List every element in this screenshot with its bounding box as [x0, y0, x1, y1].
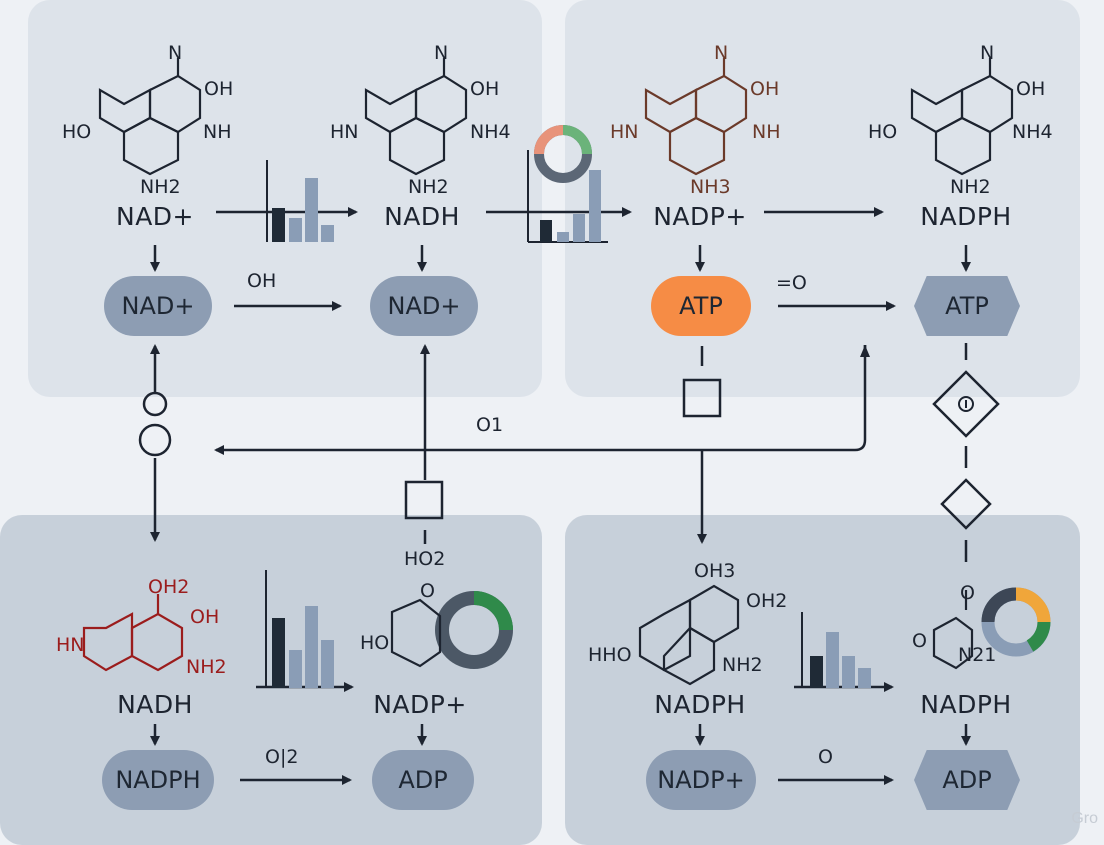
compound-label-nadh-bottom: NADH	[117, 690, 193, 719]
arrow-label-o2: O|2	[265, 746, 299, 768]
atom-label: HN	[610, 121, 639, 143]
atom-label: HO	[360, 632, 390, 654]
atom-label: N	[168, 42, 183, 64]
arrow-label-ho2: HO2	[404, 548, 446, 570]
compound-label-nadp: NADP+	[653, 202, 747, 231]
compound-label-nadph-bottom: NADPH	[654, 690, 746, 719]
atom-label: O	[420, 580, 435, 602]
molecule-structure-8	[932, 590, 974, 670]
arrow-middle-long	[214, 345, 867, 455]
compound-label-nadph: NADPH	[920, 202, 1012, 231]
compound-label-nad: NAD+	[115, 202, 195, 231]
atom-label: OH	[204, 78, 234, 100]
donut-chart-3	[981, 587, 1051, 657]
atom-label: N	[434, 42, 449, 64]
atom-label: N	[714, 42, 729, 64]
node-adp-left[interactable]: ADP	[372, 750, 474, 810]
node-nadp[interactable]: NADP+	[646, 750, 756, 810]
square-node-right	[682, 378, 722, 418]
atom-label: NH3	[690, 176, 731, 198]
node-atp[interactable]: ATP	[914, 276, 1020, 336]
diamond-node-1	[932, 370, 1000, 438]
mini-chart-1	[266, 160, 334, 242]
atom-label: NH2	[950, 176, 991, 198]
atom-label: O	[960, 582, 975, 604]
atom-label: OH2	[746, 590, 788, 612]
atom-label: HO	[868, 121, 898, 143]
atom-label: N21	[958, 644, 997, 666]
diamond-node-2	[940, 478, 992, 530]
atom-label: NH2	[140, 176, 181, 198]
node-adp-right[interactable]: ADP	[914, 750, 1020, 810]
atom-label: HN	[330, 121, 359, 143]
atom-label: OH	[750, 78, 780, 100]
molecule-structure-1	[98, 58, 202, 176]
circle-node-1	[142, 391, 168, 417]
arrow-label-oh: OH	[247, 270, 277, 292]
molecule-structure-3	[644, 58, 748, 176]
atom-label: NH	[752, 121, 781, 143]
compound-label-nadh: NADH	[384, 202, 460, 231]
atom-label: OH3	[694, 560, 736, 582]
molecule-structure-6	[390, 598, 442, 668]
compound-label-nadp-bottom: NADP+	[373, 690, 467, 719]
atom-label: OH	[470, 78, 500, 100]
molecule-structure-4	[910, 58, 1014, 176]
molecule-structure-5	[82, 594, 184, 672]
atom-label: HN	[56, 634, 85, 656]
donut-chart-1	[534, 125, 592, 183]
mini-chart-3	[265, 570, 334, 688]
node-nadph[interactable]: NADPH	[102, 750, 214, 810]
arrow-label-o: O	[818, 746, 833, 768]
mini-chart-4	[801, 612, 871, 688]
donut-chart-2	[435, 591, 513, 669]
node-atp-highlight[interactable]: ATP	[651, 276, 751, 336]
molecule-structure-2	[364, 58, 468, 176]
circle-node-2	[138, 423, 172, 457]
square-node-left	[404, 480, 444, 520]
node-nad-left[interactable]: NAD+	[104, 276, 212, 336]
atom-label: NH2	[408, 176, 449, 198]
watermark: Gro	[1071, 810, 1098, 827]
node-nad-right[interactable]: NAD+	[370, 276, 478, 336]
atom-label: OH	[190, 606, 220, 628]
compound-label-nadph-bottom-right: NADPH	[920, 690, 1012, 719]
atom-label: NH2	[722, 654, 763, 676]
arrow-label-eq-o: =O	[776, 272, 807, 294]
atom-label: NH4	[470, 121, 511, 143]
atom-label: OH2	[148, 576, 190, 598]
atom-label: NH2	[186, 656, 227, 678]
arrow-label-o1: O1	[476, 414, 504, 436]
atom-label: O	[912, 630, 927, 652]
atom-label: HO	[62, 121, 92, 143]
atom-label: NH4	[1012, 121, 1053, 143]
atom-label: HHO	[588, 644, 632, 666]
mini-chart-2	[527, 150, 608, 243]
molecule-structure-7	[638, 584, 740, 686]
atom-label: N	[980, 42, 995, 64]
atom-label: OH	[1016, 78, 1046, 100]
atom-label: NH	[203, 121, 232, 143]
